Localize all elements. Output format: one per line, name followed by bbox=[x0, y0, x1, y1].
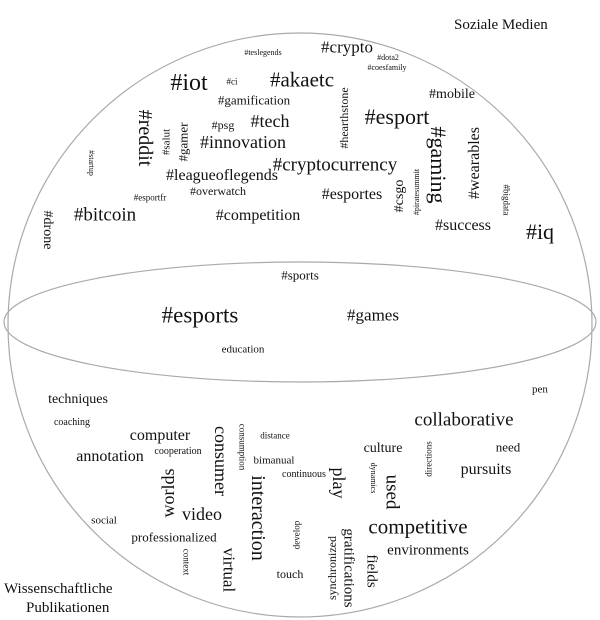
word: continuous bbox=[282, 469, 326, 480]
word: #games bbox=[347, 305, 399, 325]
word: #tech bbox=[250, 111, 290, 131]
word: #esports bbox=[161, 302, 239, 328]
word: annotation bbox=[76, 448, 144, 465]
word: #crypto bbox=[321, 37, 373, 57]
word: #gamification bbox=[217, 92, 291, 108]
word: #hearthstone bbox=[337, 87, 351, 149]
word: #startup bbox=[87, 150, 96, 176]
word: competitive bbox=[368, 514, 468, 539]
word: #dota2 bbox=[377, 53, 399, 62]
word: #esportfr bbox=[133, 192, 167, 203]
word: #iot bbox=[170, 70, 208, 96]
word: professionalized bbox=[131, 529, 217, 545]
word: #mobile bbox=[429, 87, 475, 102]
word: distance bbox=[260, 430, 290, 441]
word: consumer bbox=[211, 426, 231, 496]
word: used bbox=[381, 474, 403, 510]
word: synchronized bbox=[325, 536, 339, 600]
word: #wearables bbox=[466, 127, 483, 199]
word: interaction bbox=[247, 475, 269, 561]
word: #cryptocurrency bbox=[272, 154, 398, 176]
equator-ellipse bbox=[3, 261, 597, 383]
word: computer bbox=[129, 427, 191, 444]
word: virtual bbox=[219, 547, 239, 593]
word: directions bbox=[423, 441, 434, 477]
word: environments bbox=[387, 542, 469, 559]
word: #salut bbox=[160, 128, 173, 156]
word: culture bbox=[363, 441, 403, 456]
word: #leagueoflegends bbox=[166, 167, 278, 184]
word: #sports bbox=[281, 267, 319, 283]
word: #csgo bbox=[392, 179, 407, 213]
word: #success bbox=[435, 217, 491, 234]
word: #reddit bbox=[134, 109, 156, 167]
word: #iq bbox=[525, 219, 555, 244]
word: play bbox=[329, 467, 349, 499]
label-social-media: Soziale Medien bbox=[454, 17, 548, 33]
word: #teslegends bbox=[244, 48, 282, 57]
label-scientific-publications-1: Wissenschaftliche bbox=[4, 581, 113, 597]
word: consumption bbox=[237, 423, 248, 471]
word: techniques bbox=[48, 392, 108, 407]
word: social bbox=[91, 514, 117, 527]
word: worlds bbox=[158, 468, 178, 518]
word: #gaming bbox=[426, 126, 451, 204]
word: bimanual bbox=[253, 454, 295, 467]
word: need bbox=[495, 439, 521, 455]
word: #psg bbox=[211, 118, 235, 132]
word: pursuits bbox=[460, 461, 512, 478]
word: education bbox=[221, 343, 265, 356]
word: #ci bbox=[226, 76, 238, 87]
word: #competition bbox=[215, 207, 301, 224]
word: collaborative bbox=[414, 409, 514, 431]
word: #esportes bbox=[321, 186, 383, 203]
word: touch bbox=[276, 567, 304, 581]
word: cooperation bbox=[154, 446, 202, 457]
word: #akaetc bbox=[269, 67, 335, 92]
word: #overwatch bbox=[190, 184, 246, 198]
word: #bitcoin bbox=[73, 204, 137, 226]
word: gratifications bbox=[340, 528, 357, 608]
word: #coesfamily bbox=[367, 63, 407, 72]
word: pen bbox=[532, 383, 548, 396]
sphere-circle bbox=[7, 32, 593, 618]
word: fields bbox=[363, 554, 380, 588]
word: #piratesummit bbox=[412, 168, 421, 216]
word: #drone bbox=[40, 210, 55, 250]
word: develop bbox=[291, 520, 302, 550]
word: video bbox=[182, 504, 222, 524]
word: #bigdata bbox=[501, 184, 512, 216]
word: #gamer bbox=[175, 122, 191, 162]
word: #innovation bbox=[200, 132, 286, 152]
word: dynamics bbox=[369, 462, 378, 494]
label-scientific-publications-2: Publikationen bbox=[26, 600, 110, 616]
word: coaching bbox=[53, 417, 91, 428]
word: context bbox=[181, 548, 192, 576]
word: #esport bbox=[364, 104, 430, 129]
